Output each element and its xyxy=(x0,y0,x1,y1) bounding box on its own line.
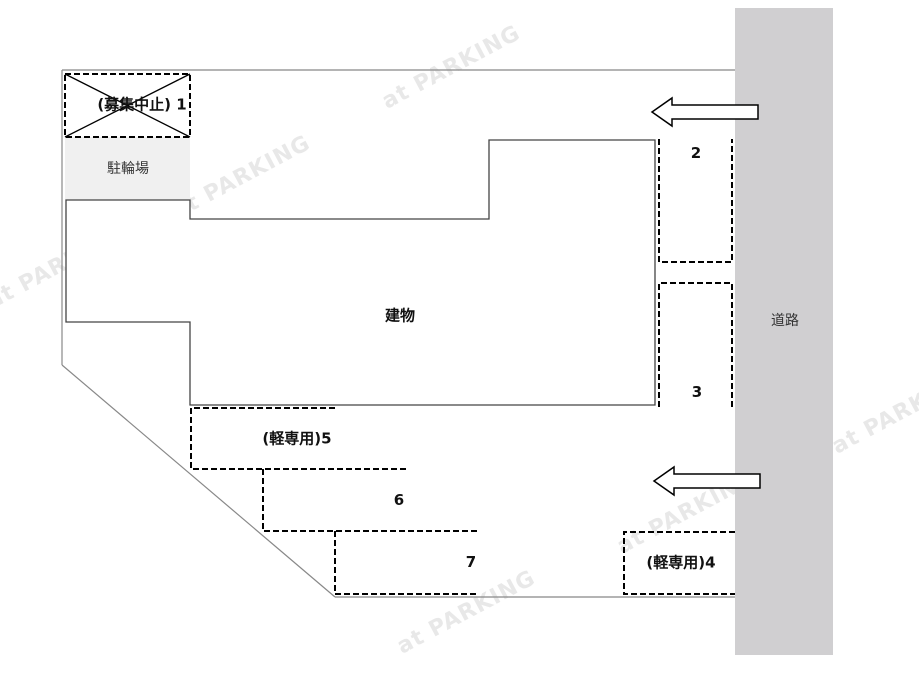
bicycle-parking-area xyxy=(65,137,190,200)
bicycle-parking-label: 駐輪場 xyxy=(107,161,149,177)
road-label: 道路 xyxy=(771,313,799,329)
entrance-arrow-top xyxy=(650,96,759,128)
space-4-label: (軽専用)4 xyxy=(646,553,716,572)
suspended-cross-icon xyxy=(64,73,191,138)
space-2-label: 2 xyxy=(690,144,702,162)
entrance-arrow-bottom xyxy=(652,465,761,497)
space-7-outline xyxy=(334,531,479,595)
space-7-label: 7 xyxy=(465,553,477,571)
space-3-label: 3 xyxy=(691,383,703,401)
space-5-label: (軽専用)5 xyxy=(262,429,332,448)
space-1-outline xyxy=(64,73,191,138)
space-6-outline xyxy=(262,469,479,532)
space-1-label: (募集中止) 1 xyxy=(97,95,187,114)
building xyxy=(65,139,656,406)
building-label: 建物 xyxy=(384,306,416,325)
lot-boundary xyxy=(61,69,735,598)
space-5-outline xyxy=(190,407,408,470)
space-4-outline xyxy=(623,531,735,595)
space-6-label: 6 xyxy=(393,491,405,509)
space-2-outline xyxy=(658,139,733,263)
